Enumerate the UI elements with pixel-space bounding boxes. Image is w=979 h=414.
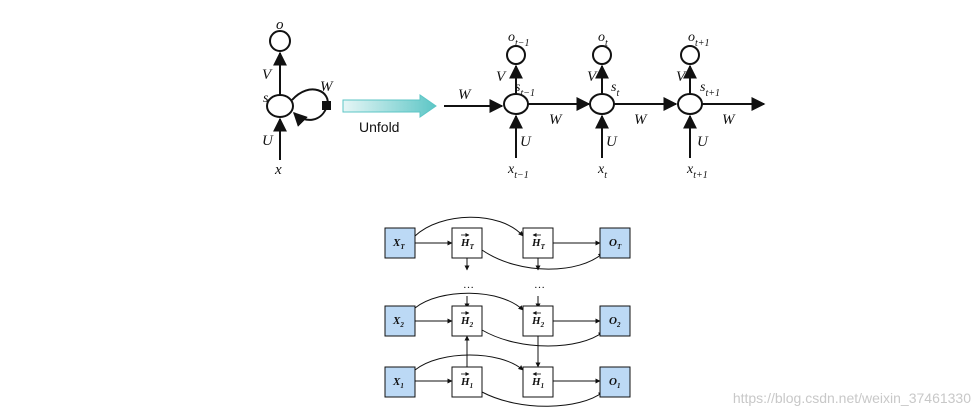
hb-ellipsis: …: [534, 279, 545, 291]
v-label: V: [676, 69, 687, 85]
w-label: W: [634, 112, 648, 128]
backward-hidden-box: [522, 227, 554, 259]
backward-hidden-label: H1: [531, 376, 544, 390]
u-label: U: [697, 134, 709, 150]
input-label: xt+1: [686, 162, 708, 181]
output-label: ot−1: [508, 30, 530, 49]
input-box: [384, 305, 416, 337]
input-label: xt−1: [507, 162, 529, 181]
row-2: X2 H2 H2 O2: [384, 305, 631, 337]
step-t: ot st V U xt W: [587, 30, 678, 181]
v-label: V: [587, 69, 598, 85]
state-label: st: [611, 80, 619, 99]
state-node: [589, 93, 615, 115]
state-label: st+1: [700, 80, 720, 99]
folded-delay-square: [322, 101, 331, 110]
x1-to-hb1-curve: [414, 354, 524, 371]
watermark-url: https://blog.csdn.net/weixin_37461330: [732, 390, 971, 406]
input-box: [384, 366, 416, 398]
hf-ellipsis: …: [463, 279, 474, 291]
folded-input-label: x: [274, 162, 282, 178]
hf2-to-o2-curve: [481, 329, 604, 347]
w-label: W: [722, 112, 736, 128]
unfold-label: Unfold: [359, 119, 399, 135]
output-node: [680, 45, 700, 65]
incoming-w-label: W: [458, 87, 472, 103]
forward-hidden-label: HT: [460, 237, 475, 251]
bidirectional-rnn: … … XT HT HT OT: [384, 216, 631, 407]
backward-hidden-box: [522, 305, 554, 337]
row-1: X1 H1 H1 O1: [384, 366, 631, 398]
folded-output-label: o: [276, 17, 284, 33]
forward-hidden-label: H2: [460, 315, 474, 329]
output-label: O2: [609, 315, 621, 329]
folded-rnn: o s V U x W: [262, 17, 334, 178]
output-label: ot+1: [688, 30, 710, 49]
step-t-minus-1: ot−1 st−1 V U xt−1 W: [496, 30, 591, 181]
state-node: [677, 93, 703, 115]
xT-to-hbT-curve: [414, 216, 524, 237]
output-node: [506, 45, 526, 65]
backward-hidden-label: H2: [531, 315, 545, 329]
folded-u-label: U: [262, 133, 274, 149]
backward-hidden-box: [522, 366, 554, 398]
input-label: X2: [392, 315, 404, 329]
step-t-plus-1: ot+1 st+1 V U xt+1 W: [676, 30, 766, 181]
output-box: [599, 366, 631, 398]
output-box: [599, 227, 631, 259]
w-label: W: [549, 112, 563, 128]
input-label: X1: [392, 376, 404, 390]
folded-w-label: W: [320, 79, 334, 95]
folded-state-label: s: [263, 91, 269, 106]
hfT-to-oT-curve: [481, 249, 604, 270]
u-label: U: [606, 134, 618, 150]
hf1-to-o1-curve: [481, 391, 604, 407]
output-label: OT: [609, 237, 622, 251]
folded-v-label: V: [262, 67, 273, 83]
input-label: xt: [597, 162, 607, 181]
folded-output-node: [269, 30, 291, 52]
forward-hidden-label: H1: [460, 376, 473, 390]
input-label: XT: [392, 237, 405, 251]
folded-state-node: [266, 94, 294, 118]
state-label: st−1: [515, 80, 535, 99]
unfold-arrow: [342, 94, 437, 118]
output-box: [599, 305, 631, 337]
output-label: O1: [609, 376, 620, 390]
row-T: XT HT HT OT: [384, 227, 631, 259]
backward-hidden-label: HT: [531, 237, 546, 251]
output-label: ot: [598, 30, 608, 49]
unfold-arrow-group: Unfold: [342, 94, 437, 135]
unrolled-rnn: W ot−1 st−1 V U xt−1 W ot st V U xt: [444, 30, 766, 181]
u-label: U: [520, 134, 532, 150]
output-node: [592, 45, 612, 65]
input-box: [384, 227, 416, 259]
forward-hidden-box: [451, 227, 483, 259]
v-label: V: [496, 69, 507, 85]
x2-to-hb2-curve: [414, 292, 524, 311]
